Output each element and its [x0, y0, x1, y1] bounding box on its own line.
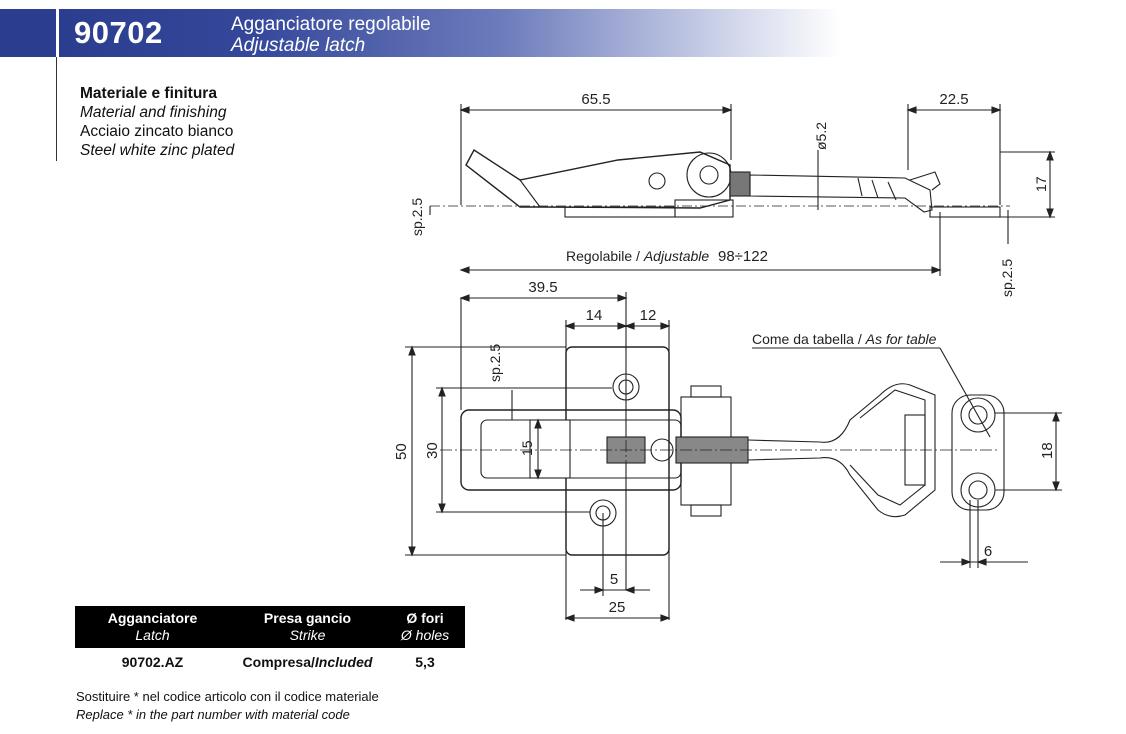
col-holes-en: Ø holes: [400, 627, 450, 643]
material-value-it: Acciaio zincato bianco: [80, 123, 234, 140]
svg-text:Regolabile / Adjustable: Regolabile / Adjustable: [566, 248, 709, 264]
dim-12: 12: [640, 307, 657, 324]
cell-code: 90702.AZ: [121, 654, 184, 670]
banner-divider: [56, 9, 59, 57]
dim-50: 50: [393, 443, 410, 460]
material-label-it: Materiale e finitura: [80, 85, 217, 102]
dim-sp-2-5-top: sp.2.5: [487, 344, 503, 382]
col-strike-en: Strike: [289, 627, 326, 643]
dim-15: 15: [519, 440, 535, 456]
top-view: 39.5 14 12 sp.2.5: [393, 279, 1062, 622]
dim-22-5: 22.5: [939, 91, 968, 108]
dim-sp-2-5-side-left: sp.2.5: [409, 198, 425, 236]
spec-table: Agganciatore Latch Presa gancio Strike Ø…: [75, 606, 465, 670]
col-holes-it: Ø fori: [406, 610, 444, 626]
svg-text:Come da tabella / As for table: Come da tabella / As for table: [752, 331, 937, 347]
title-banner: 90702 Agganciatore regolabile Adjustable…: [0, 9, 840, 57]
dim-adjustable-range: 98÷122: [718, 248, 768, 265]
dim-6: 6: [984, 543, 992, 560]
dim-sp-2-5-side-right: sp.2.5: [999, 259, 1015, 297]
product-code: 90702: [74, 15, 163, 50]
spec-table-header: Agganciatore Latch Presa gancio Strike Ø…: [75, 606, 465, 648]
dim-39-5: 39.5: [528, 279, 557, 296]
dim-25: 25: [609, 599, 626, 616]
cell-strike: Compresa/Included: [230, 648, 385, 670]
material-label-en: Material and finishing: [80, 104, 227, 121]
dim-30: 30: [424, 442, 441, 459]
col-latch-it: Agganciatore: [107, 610, 198, 626]
dim-17: 17: [1033, 176, 1049, 192]
table-note-en: As for table: [865, 331, 937, 347]
cell-strike-it: Compresa/: [242, 654, 315, 670]
adjustable-label-it: Regolabile /: [566, 248, 644, 264]
footer-note: Sostituire * nel codice articolo con il …: [76, 688, 379, 724]
cell-strike-en: Included: [314, 654, 373, 670]
footer-line-it: Sostituire * nel codice articolo con il …: [76, 689, 379, 704]
dim-18: 18: [1039, 442, 1056, 459]
material-value-en: Steel white zinc plated: [80, 142, 235, 159]
left-vertical-rule: [56, 57, 57, 161]
product-title-it: Agganciatore regolabile: [231, 14, 431, 35]
col-latch-en: Latch: [135, 627, 170, 643]
material-block: Materiale e finitura Material and finish…: [80, 84, 234, 160]
table-row: 90702.AZ Compresa/Included 5,3: [75, 648, 465, 670]
dim-14: 14: [586, 307, 603, 324]
col-holes: Ø fori Ø holes: [385, 606, 465, 648]
adjustable-label-en: Adjustable: [643, 248, 710, 264]
footer-line-en: Replace * in the part number with materi…: [76, 707, 350, 722]
product-title-en: Adjustable latch: [231, 35, 366, 56]
col-strike-it: Presa gancio: [263, 610, 352, 626]
dim-phi-5-2: ø5.2: [813, 122, 829, 150]
table-note-it: Come da tabella /: [752, 331, 866, 347]
side-view: 65.5 22.5 ø5.2 sp.2.5: [409, 91, 1055, 297]
dim-65-5: 65.5: [581, 91, 610, 108]
banner-left-block: [0, 9, 56, 57]
cell-holes: 5,3: [415, 654, 435, 670]
col-latch: Agganciatore Latch: [75, 606, 230, 648]
col-strike: Presa gancio Strike: [230, 606, 385, 648]
dim-5: 5: [610, 571, 618, 588]
